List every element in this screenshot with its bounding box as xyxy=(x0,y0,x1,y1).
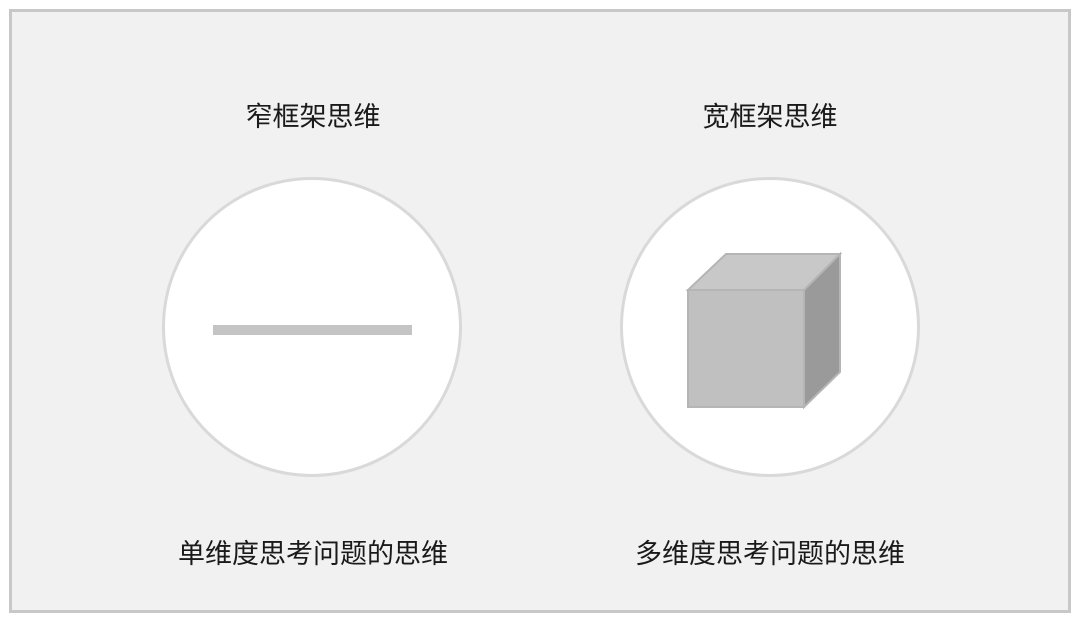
line-icon xyxy=(213,325,412,335)
cube-front-face xyxy=(687,289,805,408)
wide-frame-caption: 多维度思考问题的思维 xyxy=(635,539,905,570)
narrow-frame-caption: 单维度思考问题的思维 xyxy=(178,539,448,570)
wide-frame-title: 宽框架思维 xyxy=(702,102,838,133)
cube-icon xyxy=(685,251,843,410)
narrow-frame-title: 窄框架思维 xyxy=(245,102,381,133)
